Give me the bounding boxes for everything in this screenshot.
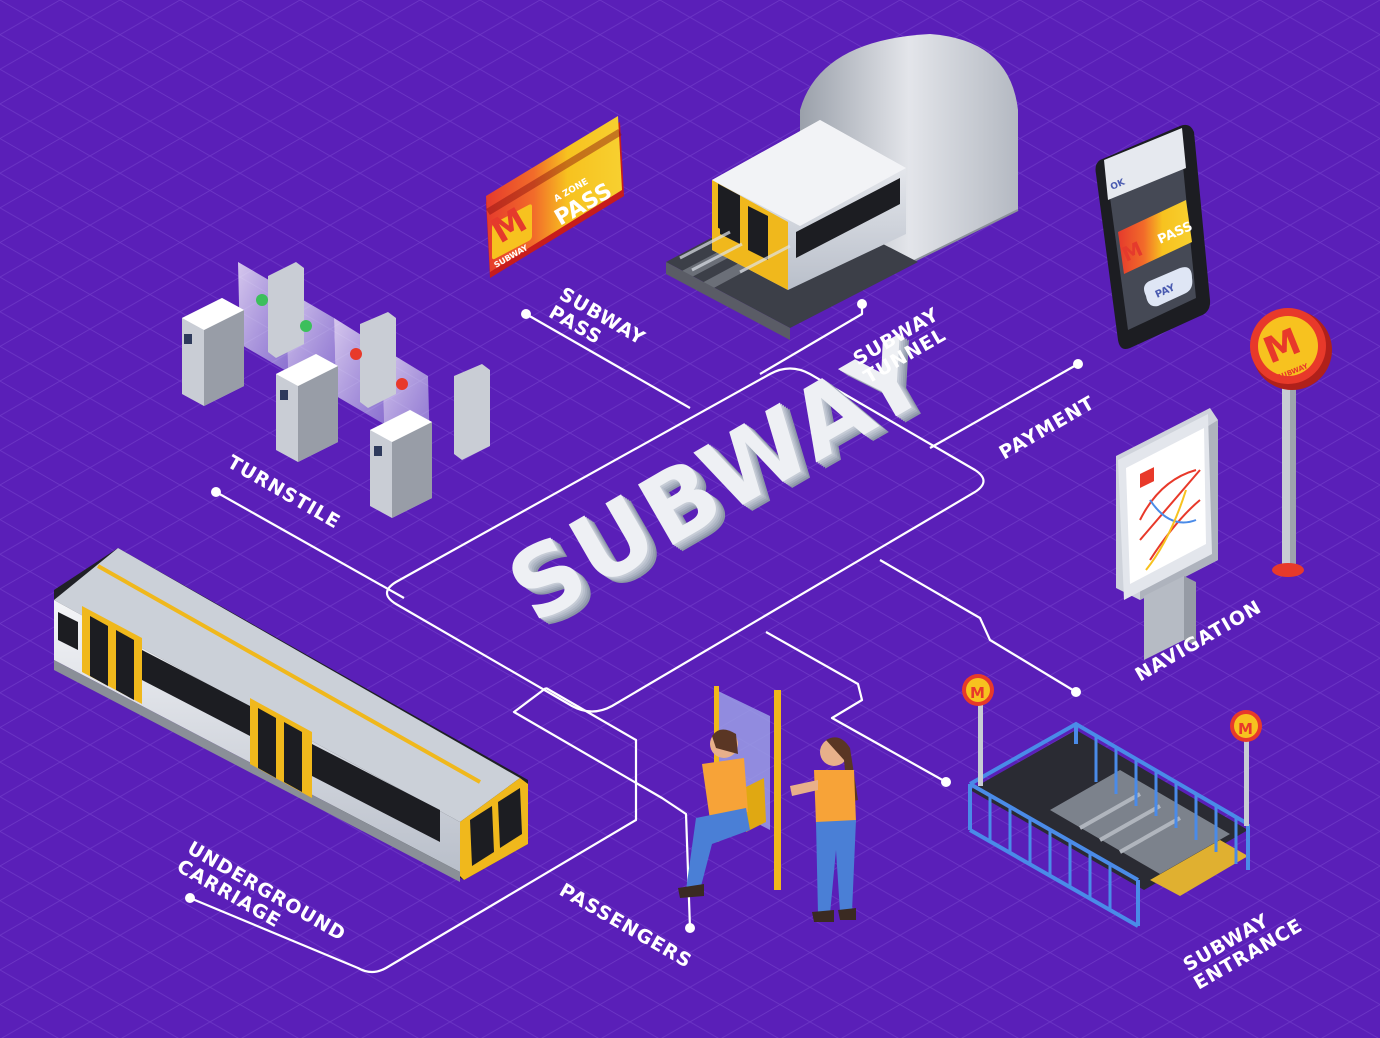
underground-carriage-illustration [54,548,528,882]
entrance-sign-left-letter: M [970,684,985,702]
connector-carriage [189,687,638,974]
passengers-illustration [678,686,858,922]
connector-entrance [765,631,947,783]
connector-navigation [879,559,1077,693]
subway-entrance-illustration: M M [962,674,1262,928]
turnstile-illustration [182,262,490,518]
payment-phone-illustration: OK M PASS PAY [1095,124,1211,349]
subway-sign-pole-illustration: M SUBWAY [1250,308,1332,577]
connector-turnstile [215,491,405,599]
center-frame [385,367,985,713]
connector-endpoints [185,299,1083,933]
connector-payment [929,363,1079,449]
connector-passengers [512,687,692,929]
subway-tunnel-illustration [666,34,1019,340]
entrance-sign-right-letter: M [1238,720,1253,738]
navigation-kiosk-illustration [1116,408,1218,660]
connector-subway-pass [525,313,691,409]
subway-pass-card-illustration: M SUBWAY A ZONE PASS [485,116,624,278]
